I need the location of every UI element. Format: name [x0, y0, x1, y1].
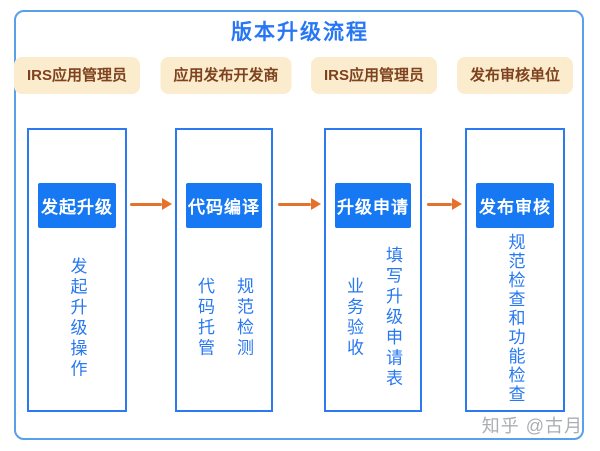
step-label-box: 发起升级 [38, 183, 116, 228]
step-label-box: 发布审核 [476, 183, 554, 228]
step-column-apply: 升级申请 业务验收 填写升级申请表 [324, 128, 422, 412]
step-detail-text: 业务验收 [344, 277, 363, 359]
step-label-box: 升级申请 [335, 183, 411, 228]
diagram-title: 版本升级流程 [231, 21, 369, 44]
arrow-right-icon [427, 197, 462, 211]
step-detail-text: 填写升级申请表 [383, 246, 402, 390]
role-badge-irs-admin-1: IRS应用管理员 [13, 57, 141, 94]
role-badge-irs-admin-2: IRS应用管理员 [310, 57, 438, 94]
arrow-shaft [130, 202, 162, 206]
arrow-shaft [427, 202, 452, 206]
arrow-head [452, 198, 462, 210]
arrow-head [311, 198, 321, 210]
step-column-review: 发布审核 规范检查和功能检查 [465, 128, 565, 412]
step-detail-text: 规范检查和功能检查 [505, 232, 525, 404]
step-details: 代码托管 规范检测 [177, 230, 271, 406]
watermark: 知乎 @古月 [481, 416, 583, 436]
step-column-initiate: 发起升级 发起升级操作 [27, 128, 127, 412]
step-details: 发起升级操作 [29, 230, 125, 406]
step-detail-text: 发起升级操作 [67, 256, 87, 380]
role-badge-review-unit: 发布审核单位 [456, 57, 574, 94]
arrow-head [162, 198, 172, 210]
arrow-right-icon [130, 197, 172, 211]
step-label-box: 代码编译 [186, 183, 262, 228]
step-detail-text: 规范检测 [234, 277, 253, 359]
role-badge-developer: 应用发布开发商 [160, 57, 292, 94]
step-column-compile: 代码编译 代码托管 规范检测 [175, 128, 273, 412]
step-details: 业务验收 填写升级申请表 [326, 230, 420, 406]
arrow-right-icon [278, 197, 321, 211]
step-details: 规范检查和功能检查 [467, 230, 563, 406]
arrow-shaft [278, 202, 311, 206]
step-detail-text: 代码托管 [195, 277, 214, 359]
